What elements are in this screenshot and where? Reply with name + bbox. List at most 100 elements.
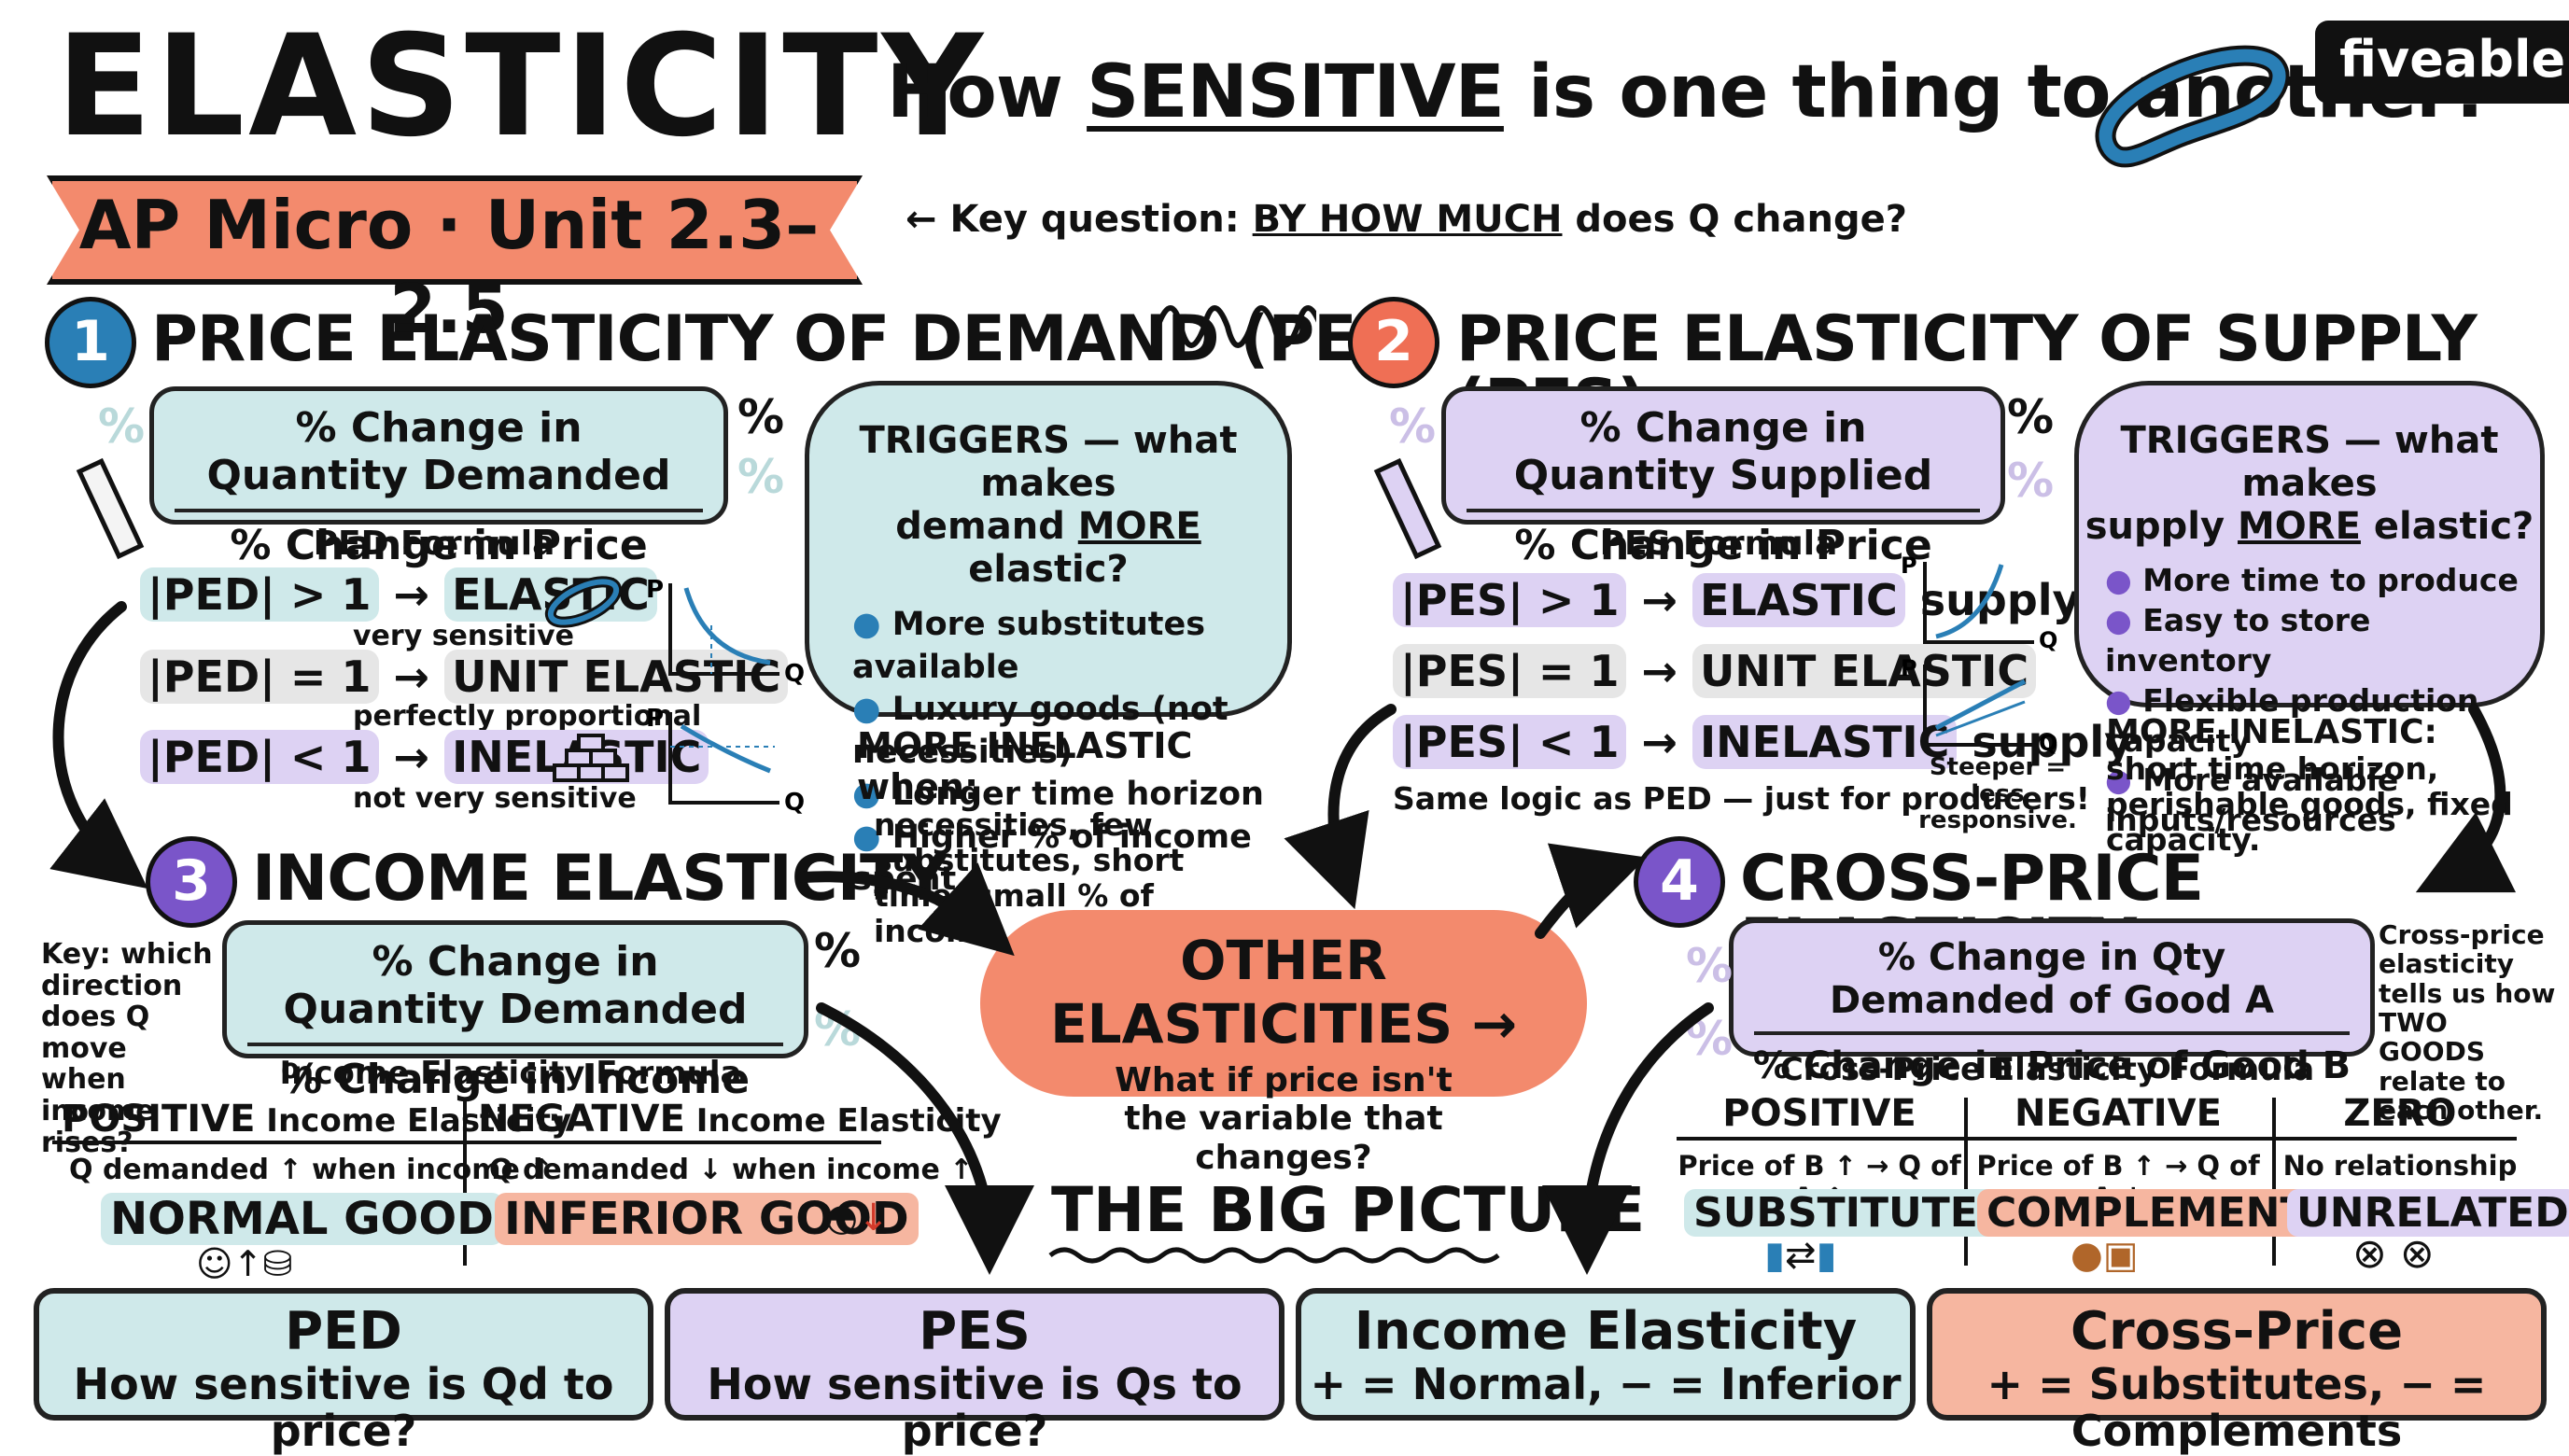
rubber-band-icon	[544, 576, 623, 628]
squiggle-underline	[1048, 1247, 1500, 1264]
key-highlight: BY HOW MUCH	[1252, 198, 1563, 241]
normal-good-label: NORMAL GOOD	[101, 1193, 503, 1245]
cross-table-divider	[2272, 1098, 2276, 1266]
ped-formula: % Change in Quantity Demanded % Change i…	[149, 386, 728, 569]
ped-rule-elastic: |PED| > 1 → ELASTIC	[140, 567, 657, 622]
income-positive-header: POSITIVE Income Elasticity	[62, 1098, 571, 1141]
rule-arrow: →	[1641, 575, 1678, 625]
graph-q-label: Q	[2039, 730, 2057, 756]
ped-formula-numerator: % Change in Quantity Demanded	[175, 391, 703, 512]
pes-triggers-list: ● More time to produce ● Easy to store i…	[2079, 561, 2540, 841]
income-table-divider	[463, 1098, 467, 1266]
cross-table-divider	[1964, 1098, 1968, 1266]
other-sub: What if price isn't the variable that ch…	[1115, 1061, 1453, 1177]
percent-mark: %	[814, 924, 862, 978]
graph-p-label: P	[1901, 553, 1917, 579]
summary-sub: + = Normal, − = Inferior	[1310, 1358, 1902, 1409]
rule-arrow: →	[1641, 717, 1678, 767]
pes-inelastic-graph: P Q	[1901, 655, 2057, 756]
graph-q-label: Q	[2039, 627, 2057, 653]
header-strong: POSITIVE	[62, 1098, 256, 1141]
triggers-title-line: TRIGGERS — what makes	[2120, 419, 2499, 505]
page-title: ELASTICITY	[56, 6, 988, 168]
cross-formula-caption: Cross-Price Elasticity Formula	[1779, 1051, 2315, 1088]
rule-result: UNIT ELASTIC	[444, 650, 789, 704]
substitutes-icons: ▮⇄▮	[1764, 1234, 1837, 1277]
percent-mark: %	[2007, 390, 2055, 444]
triggers-title-line: TRIGGERS — what makes	[859, 419, 1238, 505]
other-title: OTHER ELASTICITIES →	[1050, 929, 1517, 1056]
percent-mark: %	[814, 1002, 862, 1057]
rule-suffix: supply	[1904, 575, 2081, 625]
can-icon: ▮	[1764, 1234, 1786, 1277]
rule-arrow: →	[1641, 646, 1678, 696]
trigger-text: Longer time horizon	[891, 776, 1264, 813]
list-item: ● Luxury goods (not necessities)	[852, 691, 1228, 771]
list-item: ● Easy to store inventory	[2105, 601, 2371, 679]
income-negative-desc: Q demanded ↓ when income ↑	[489, 1154, 974, 1186]
ruler-icon	[1373, 457, 1442, 560]
list-item: ● Longer time horizon	[852, 776, 1264, 813]
rule-condition: |PED| > 1	[140, 567, 379, 622]
cross-formula-numerator: % Change in Qty Demanded of Good A	[1754, 923, 2350, 1035]
x-circle-icon: ⊗	[2399, 1230, 2435, 1278]
unrelated-label: UNRELATED	[2287, 1189, 2569, 1237]
ped-formula-caption: PED Formula	[313, 525, 555, 563]
income-formula: % Change in Quantity Demanded % Change i…	[222, 920, 808, 1103]
rule-arrow: →	[393, 651, 430, 702]
income-table-divider	[52, 1141, 881, 1144]
down-arrow-icon: ↓	[857, 1197, 890, 1239]
graph-p-label: P	[646, 705, 664, 733]
inelastic-title: MORE INELASTIC:	[2106, 713, 2437, 751]
income-number-badge: 3	[146, 836, 237, 928]
pes-rule-unit: |PES| = 1 → UNIT ELASTIC	[1393, 644, 2037, 698]
pes-graph-note: Steeper = less responsive.	[1918, 753, 2077, 835]
percent-mark: %	[98, 399, 146, 454]
header-sub: Income Elasticity	[255, 1102, 572, 1140]
trigger-text: More available inputs/resources	[2105, 762, 2399, 839]
percent-mark: %	[2007, 454, 2055, 508]
key-question: ← Key question: BY HOW MUCH does Q chang…	[905, 198, 1907, 241]
income-positive-desc: Q demanded ↑ when income ↑	[69, 1154, 554, 1186]
triggers-title-emphasis: MORE	[2238, 505, 2361, 548]
rule-result: ELASTIC	[1692, 573, 1905, 627]
ped-formula-denominator: % Change in Price	[230, 522, 648, 569]
triggers-title-part: supply	[2085, 505, 2238, 548]
pes-formula-caption: PES Formula	[1599, 525, 1838, 563]
trigger-text: Flexible production capacity	[2105, 681, 2479, 759]
trigger-text: Easy to store inventory	[2105, 601, 2371, 679]
ped-inelastic-graph: P Q	[646, 705, 805, 817]
trigger-text: More time to produce	[2142, 562, 2519, 598]
x-circle-icon: ⊗	[2352, 1230, 2387, 1278]
graph-p-label: P	[1901, 655, 1917, 681]
ped-triggers-list: ● More substitutes available ● Luxury go…	[809, 604, 1287, 902]
pes-formula-numerator: % Change in Quantity Supplied	[1467, 391, 1980, 512]
percent-mark: %	[1686, 939, 1734, 993]
summary-title: PES	[919, 1301, 1031, 1362]
cross-formula: % Change in Qty Demanded of Good A % Cha…	[1729, 918, 2375, 1087]
shopping-bag-icon: ⛁	[262, 1243, 293, 1284]
triggers-title-emphasis: MORE	[1077, 505, 1201, 548]
big-picture-title: THE BIG PICTURE	[1051, 1174, 1646, 1246]
income-formula-numerator: % Change in Quantity Demanded	[247, 925, 783, 1046]
cross-formula-denominator: % Change in Price of Good B	[1752, 1044, 2351, 1087]
key-pre: Key question:	[949, 198, 1253, 241]
bricks-icon	[553, 734, 629, 782]
other-elasticities-cloud: OTHER ELASTICITIES → What if price isn't…	[980, 910, 1587, 1177]
list-item: ● More available inputs/resources	[2105, 762, 2399, 839]
income-key-note: Key: which direction does Q move when in…	[41, 938, 213, 1159]
graph-p-label: P	[646, 576, 664, 604]
trigger-text: More substitutes available	[852, 606, 1206, 686]
unit-banner-text: AP Micro · Unit 2.3–2.5	[78, 186, 820, 348]
spring-icon	[1155, 305, 1316, 348]
inelastic-title: MORE INELASTIC when:	[857, 725, 1193, 807]
cross-table-divider	[1677, 1137, 2517, 1141]
pes-formula: % Change in Quantity Supplied % Change i…	[1441, 386, 2005, 569]
rule-condition: |PED| < 1	[140, 730, 379, 784]
arrow-other-to-cross	[1535, 843, 1648, 939]
ped-rule-desc: very sensitive	[353, 620, 574, 652]
list-item: ● More substitutes available	[852, 606, 1206, 686]
ped-rule-desc: not very sensitive	[353, 782, 637, 815]
